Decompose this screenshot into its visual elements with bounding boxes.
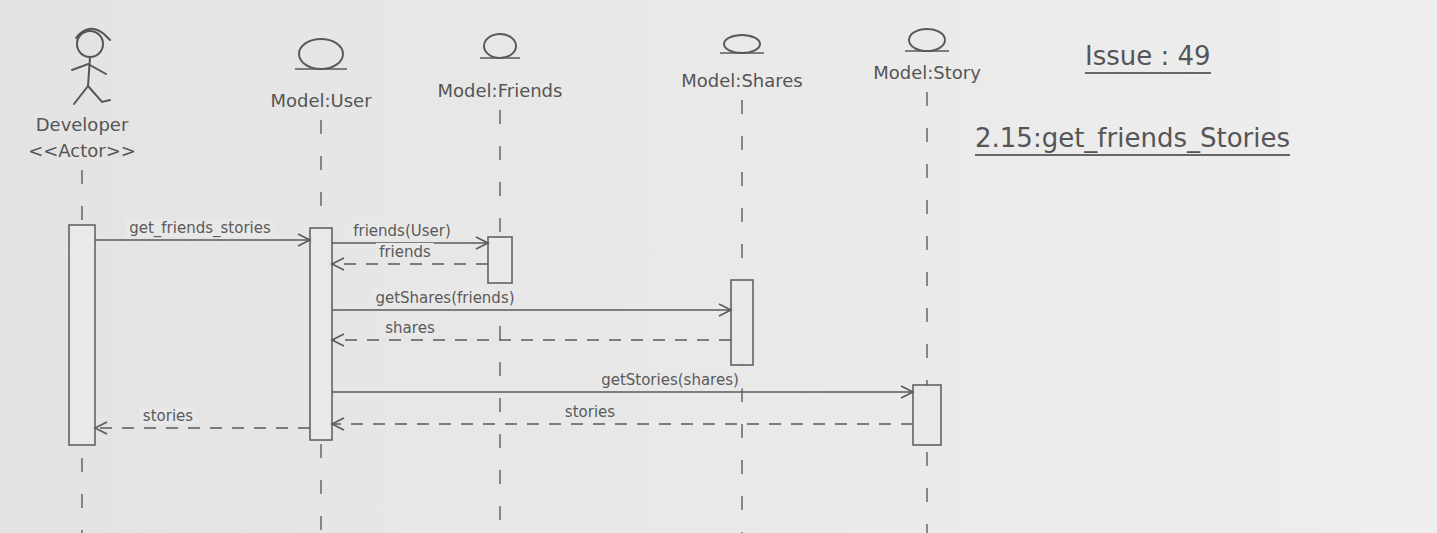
arrow-head (298, 234, 310, 246)
return-message (332, 423, 913, 425)
lifeline-name: Model:User (270, 88, 371, 114)
return-message (332, 339, 731, 341)
entity-base (295, 68, 347, 70)
call-message (95, 239, 310, 241)
message-label: getStories(shares) (598, 371, 742, 389)
arrow-head (332, 418, 344, 430)
actor-legs (74, 86, 110, 104)
entity-base (720, 52, 764, 54)
lifeline-name: Model:Friends (438, 78, 563, 104)
activation-bar (731, 280, 753, 365)
lifeline-name: Developer (28, 112, 136, 138)
arrow-head (476, 237, 488, 249)
issue-label: Issue : 49 (1085, 40, 1211, 74)
lifeline-head: Model:User (270, 88, 371, 114)
message-label: get_friends_stories (126, 219, 274, 237)
lifeline (926, 92, 928, 533)
lifeline-name: Model:Shares (681, 68, 802, 94)
lifeline-circle (909, 29, 945, 51)
lifeline-circle (484, 34, 516, 58)
arrow-head (95, 422, 107, 434)
message-label: stories (140, 407, 196, 425)
entity-base (905, 50, 949, 52)
lifeline (499, 110, 501, 533)
actor-body (88, 57, 90, 86)
actor-head (77, 31, 103, 57)
lifeline-name: Model:Story (873, 60, 981, 86)
lifeline-circle (724, 35, 760, 53)
message-label: friends (376, 243, 434, 261)
activation-bar (913, 385, 941, 445)
message-label: getShares(friends) (372, 289, 517, 307)
arrow-head (332, 334, 344, 346)
lifeline-head: Model:Story (873, 60, 981, 86)
message-label: friends(User) (350, 222, 454, 240)
actor-node: Developer<<Actor>> (28, 112, 136, 164)
call-message (332, 309, 731, 311)
arrow-head (901, 386, 913, 398)
return-message (332, 263, 488, 265)
lifeline-head: Model:Shares (681, 68, 802, 94)
message-label: stories (562, 403, 618, 421)
entity-base (480, 57, 520, 59)
lifeline-head: Model:Friends (438, 78, 563, 104)
arrow-head (719, 304, 731, 316)
message-label: shares (382, 319, 437, 337)
call-message (332, 391, 913, 393)
activation-bar (310, 228, 332, 440)
actor-cap (76, 29, 110, 40)
activation-bar (69, 225, 95, 445)
return-message (95, 427, 310, 429)
use-case-label: 2.15:get_friends_Stories (975, 122, 1290, 156)
actor-arms (72, 64, 106, 74)
arrow-head (332, 258, 344, 270)
lifeline-circle (299, 39, 343, 69)
activation-bar (488, 237, 512, 283)
stereotype: <<Actor>> (28, 138, 136, 164)
